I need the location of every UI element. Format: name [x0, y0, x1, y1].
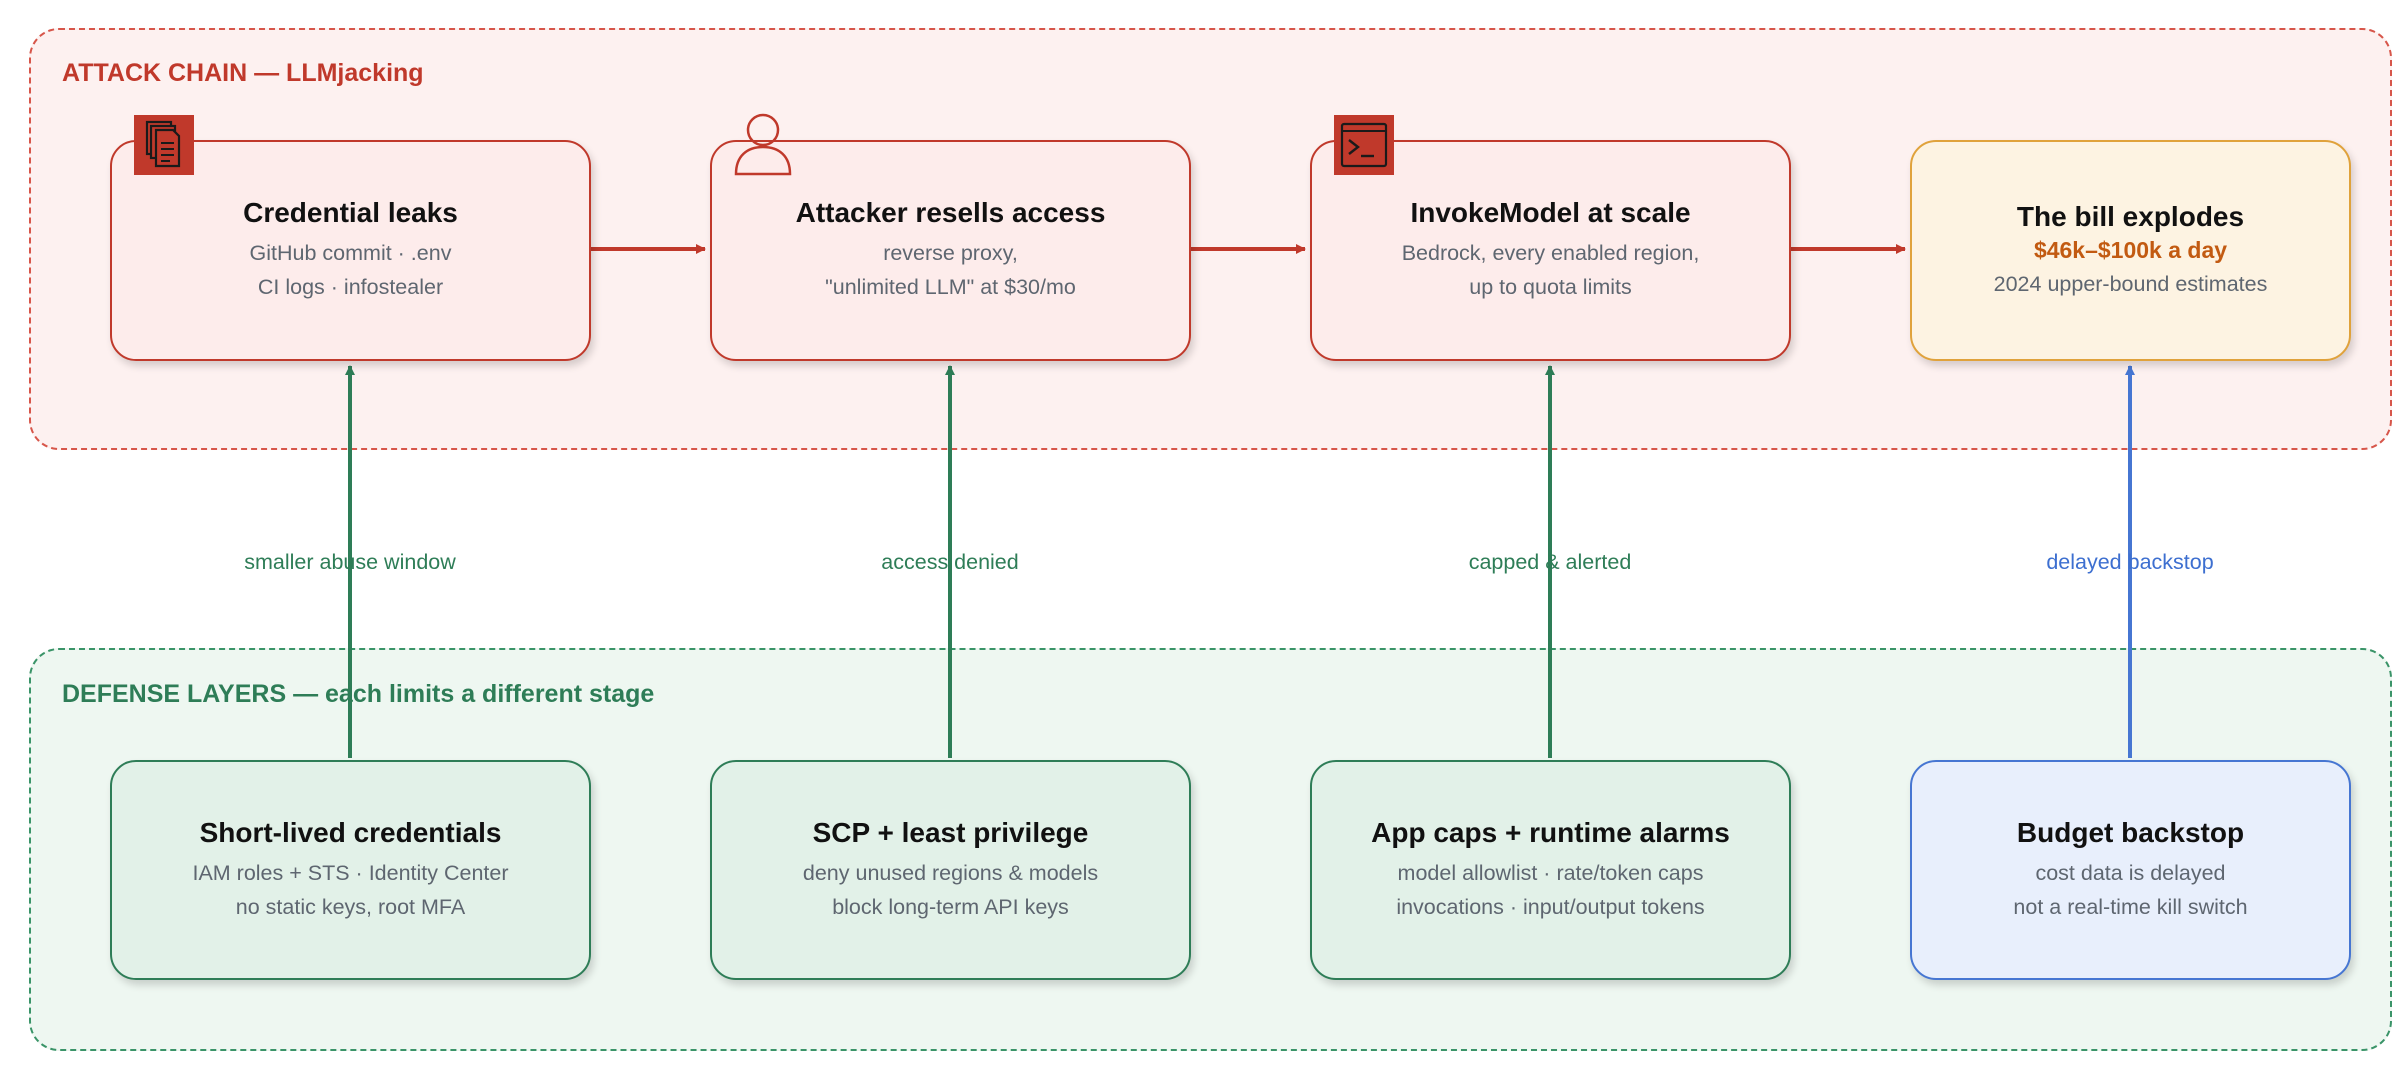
node-detail-line: block long-term API keys — [832, 894, 1069, 919]
node-detail-line: model allowlist · rate/token caps — [1397, 860, 1704, 885]
node-title: InvokeModel at scale — [1410, 197, 1691, 228]
node-title: SCP + least privilege — [812, 816, 1089, 848]
edge-label-delayed-backstop: delayed backstop — [2046, 550, 2214, 574]
node-credential-leaks: Credential leaks GitHub commit · .env CI… — [110, 140, 591, 361]
node-detail-line: cost data is delayed — [2035, 860, 2226, 885]
node-detail-line: no static keys, root MFA — [235, 894, 466, 919]
node-short-lived-credentials: Short-lived credentials IAM roles + STS … — [110, 760, 591, 980]
node-scp-least-privilege: SCP + least privilege deny unused region… — [710, 760, 1191, 980]
node-detail-line: IAM roles + STS · Identity Center — [192, 860, 509, 885]
node-detail-line: "unlimited LLM" at $30/mo — [825, 275, 1076, 299]
node-title: The bill explodes — [2016, 200, 2245, 232]
node-detail-line: not a real-time kill switch — [2013, 894, 2248, 919]
attack-chain-title: ATTACK CHAIN — LLMjacking — [62, 59, 424, 87]
node-invokemodel: InvokeModel at scale Bedrock, every enab… — [1310, 140, 1791, 361]
node-title: App caps + runtime alarms — [1371, 816, 1730, 848]
node-title: Budget backstop — [2016, 816, 2245, 848]
node-title: Credential leaks — [243, 197, 458, 228]
node-detail-line: reverse proxy, — [883, 241, 1018, 265]
terminal-icon — [1334, 115, 1394, 175]
node-detail-line: Bedrock, every enabled region, — [1401, 241, 1700, 265]
node-title: Short-lived credentials — [199, 816, 502, 848]
defense-arrows — [345, 365, 2135, 758]
node-detail-line: GitHub commit · .env — [249, 241, 452, 265]
cost-highlight: $46k–$100k a day — [2033, 236, 2228, 263]
node-detail-line: invocations · input/output tokens — [1396, 894, 1705, 919]
node-detail-line: deny unused regions & models — [802, 860, 1099, 885]
edge-label-capped-alerted: capped & alerted — [1468, 550, 1632, 574]
node-detail-line: CI logs · infostealer — [257, 275, 444, 299]
user-icon — [733, 110, 793, 176]
node-app-caps-alarms: App caps + runtime alarms model allowlis… — [1310, 760, 1791, 980]
edge-label-access-denied: access denied — [881, 550, 1019, 574]
edge-label-smaller-abuse-window: smaller abuse window — [244, 550, 456, 574]
node-bill-explodes: The bill explodes $46k–$100k a day 2024 … — [1910, 140, 2351, 361]
node-budget-backstop: Budget backstop cost data is delayed not… — [1910, 760, 2351, 980]
node-detail-line: up to quota limits — [1469, 275, 1632, 299]
defense-layers-title: DEFENSE LAYERS — each limits a different… — [62, 680, 655, 708]
stacked-documents-icon — [134, 115, 194, 175]
node-attacker-resells: Attacker resells access reverse proxy, "… — [710, 140, 1191, 361]
node-detail-line: 2024 upper-bound estimates — [1993, 271, 2268, 296]
node-title: Attacker resells access — [795, 197, 1106, 228]
